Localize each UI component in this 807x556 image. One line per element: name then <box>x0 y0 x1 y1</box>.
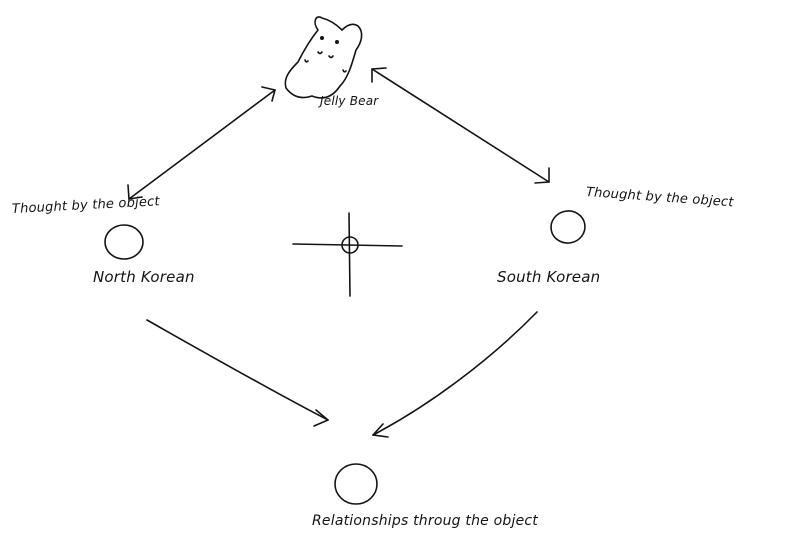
relationships-label: Relationships throug the object <box>312 514 538 528</box>
crosshair-icon <box>293 213 402 296</box>
jelly-bear-icon <box>285 17 361 98</box>
north-korean-circle <box>105 225 143 259</box>
jelly-bear-label: Jelly Bear <box>320 95 378 107</box>
relationships-circle <box>335 464 377 504</box>
bear-to-south-double-arrow <box>372 68 549 183</box>
north-korean-label: North Korean <box>93 270 195 285</box>
south-to-relationships-arrow <box>373 312 537 437</box>
north-to-relationships-arrow <box>147 320 328 426</box>
south-korean-label: South Korean <box>497 270 600 285</box>
north-to-bear-double-arrow <box>128 87 275 199</box>
south-korean-circle <box>548 208 587 245</box>
